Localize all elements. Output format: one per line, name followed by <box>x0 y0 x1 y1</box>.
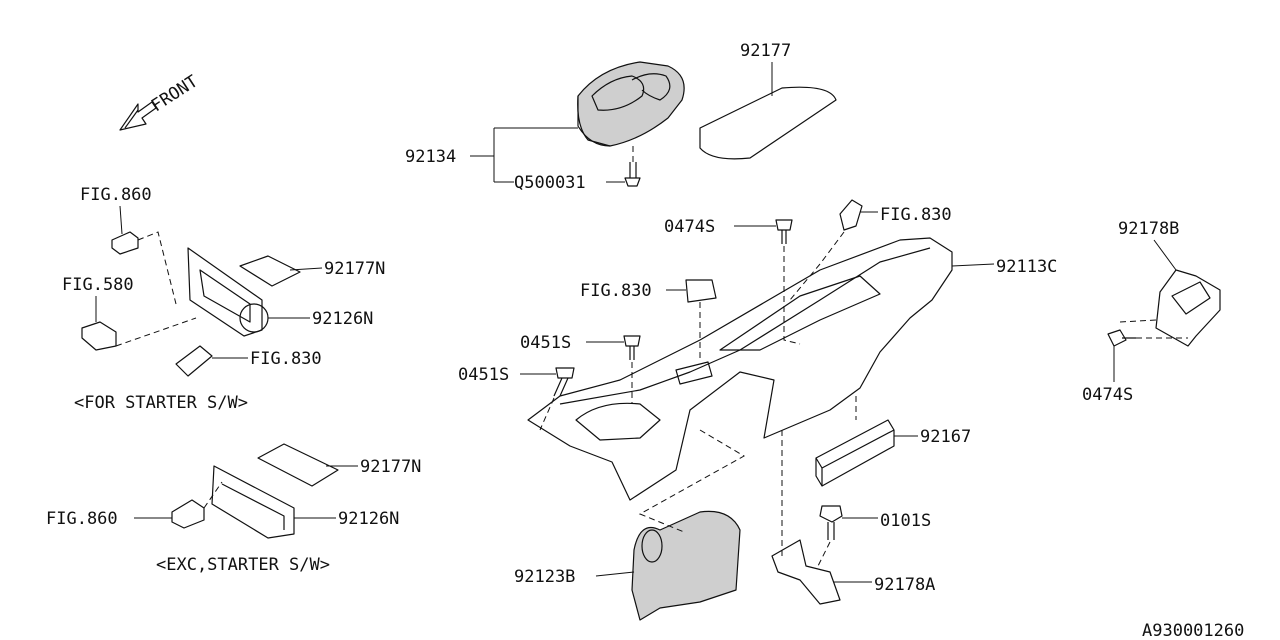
bolt-icon <box>819 505 843 540</box>
starter-switch-bracket-part <box>187 247 269 337</box>
label-fig860-a: FIG.860 <box>80 185 152 205</box>
label-0474s-a: 0474S <box>664 217 715 237</box>
cup-holder-part <box>577 61 685 147</box>
pocket-part <box>211 465 295 539</box>
label-92134: 92134 <box>405 147 456 167</box>
center-console-part <box>527 237 953 501</box>
connector-icon <box>171 499 205 529</box>
label-92177n-a: 92177N <box>324 259 385 279</box>
label-92167: 92167 <box>920 427 971 447</box>
label-92126n-b: 92126N <box>338 509 399 529</box>
front-arrow-icon <box>119 101 157 131</box>
insert-pad-part <box>257 443 339 487</box>
connector-icon <box>685 279 717 303</box>
label-92126n-a: 92126N <box>312 309 373 329</box>
screw-icon <box>624 162 641 187</box>
label-0451s-b: 0451S <box>458 365 509 385</box>
label-fig830-a: FIG.830 <box>250 349 322 369</box>
screw-icon <box>553 367 575 397</box>
label-92113c: 92113C <box>996 257 1057 277</box>
label-0474s-b: 0474S <box>1082 385 1133 405</box>
connector-icon <box>111 231 139 255</box>
label-92177: 92177 <box>740 41 791 61</box>
label-fig830-b: FIG.830 <box>880 205 952 225</box>
bracket-part <box>1155 269 1221 347</box>
label-92123b: 92123B <box>514 567 575 587</box>
label-92178b: 92178B <box>1118 219 1179 239</box>
connector-icon <box>839 199 863 231</box>
storage-pad-part <box>815 419 895 487</box>
label-0451s-a: 0451S <box>520 333 571 353</box>
label-fig860-b: FIG.860 <box>46 509 118 529</box>
screw-icon <box>1107 329 1136 347</box>
screw-icon <box>775 219 793 244</box>
switch-icon <box>81 321 117 351</box>
note-exc-starter: <EXC,STARTER S/W> <box>156 555 330 575</box>
label-92177n-b: 92177N <box>360 457 421 477</box>
tray-mat-part <box>699 86 837 160</box>
label-q500031: Q500031 <box>514 173 586 193</box>
label-0101s: 0101S <box>880 511 931 531</box>
screw-icon <box>623 335 641 360</box>
label-fig830-c: FIG.830 <box>580 281 652 301</box>
label-fig580: FIG.580 <box>62 275 134 295</box>
reference-code: A930001260 <box>1142 621 1244 640</box>
front-label: FRONT <box>148 72 202 117</box>
note-for-starter: <FOR STARTER S/W> <box>74 393 248 413</box>
connector-icon <box>175 345 213 377</box>
label-92178a: 92178A <box>874 575 935 595</box>
bracket-part <box>771 539 841 605</box>
insert-pad-part <box>239 255 301 287</box>
shift-boot-part <box>631 510 741 621</box>
